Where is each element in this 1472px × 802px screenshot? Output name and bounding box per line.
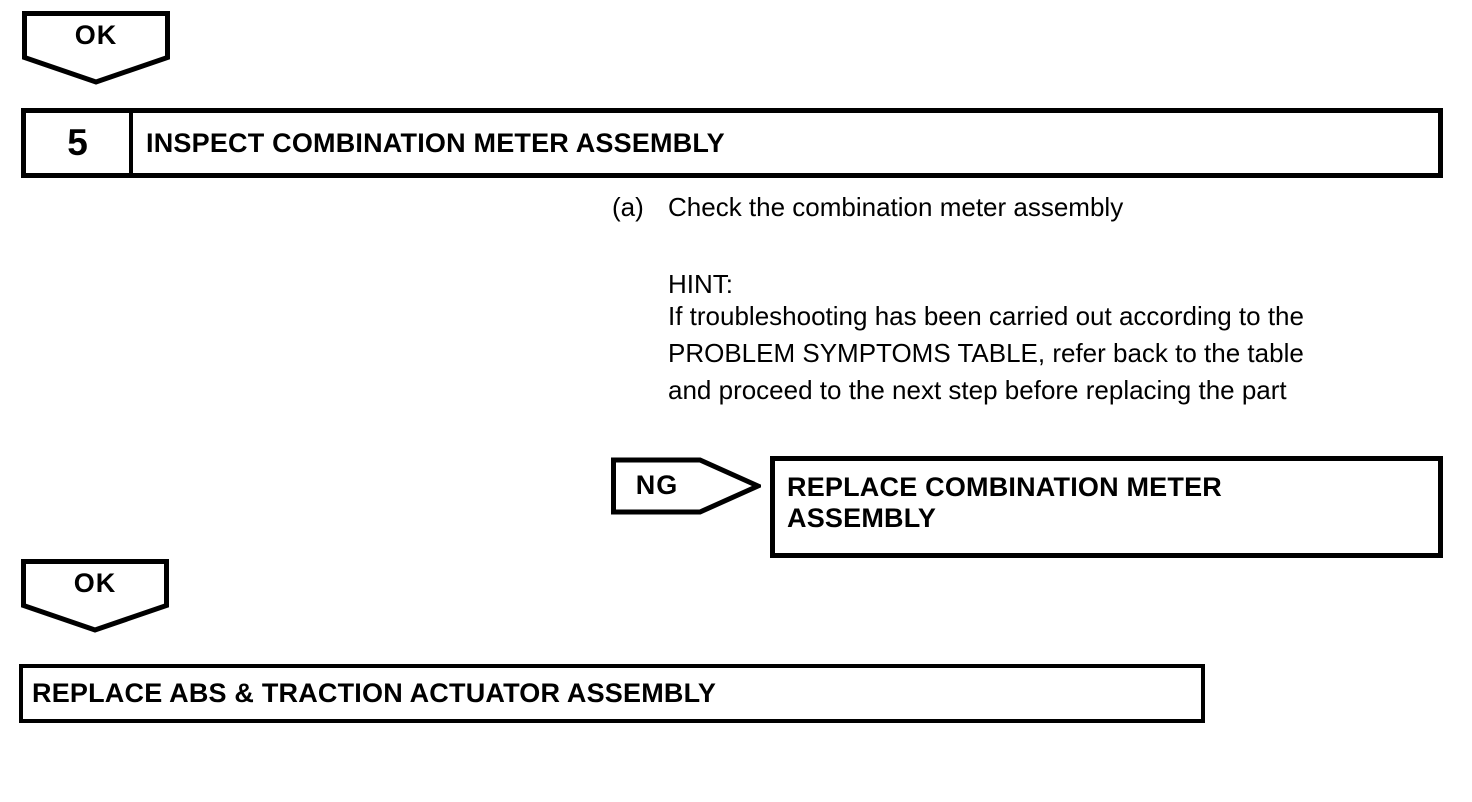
instruction-line: (a) Check the combination meter assembly xyxy=(612,192,1123,223)
ng-connector: NG xyxy=(611,457,761,515)
ng-action-box: REPLACE COMBINATION METER ASSEMBLY xyxy=(770,456,1443,558)
hint-paragraph: If troubleshooting has been carried out … xyxy=(668,298,1304,409)
step-number: 5 xyxy=(26,113,133,173)
ok-connector-top-label: OK xyxy=(74,20,118,50)
ok-pentagon-down-icon xyxy=(21,559,169,633)
ok-connector-bottom: OK xyxy=(21,559,169,633)
hint-line: and proceed to the next step before repl… xyxy=(668,375,1287,405)
ok-connector-bottom-label: OK xyxy=(73,568,117,598)
hint-line: If troubleshooting has been carried out … xyxy=(668,301,1304,331)
step-header-box: 5 INSPECT COMBINATION METER ASSEMBLY xyxy=(21,108,1443,178)
ok-pentagon-down-icon xyxy=(22,11,170,85)
instruction-marker: (a) xyxy=(612,192,644,222)
ok-connector-top: OK xyxy=(22,11,170,85)
hint-line: PROBLEM SYMPTOMS TABLE, refer back to th… xyxy=(668,338,1304,368)
step-title: INSPECT COMBINATION METER ASSEMBLY xyxy=(146,127,725,158)
hint-label: HINT: xyxy=(668,269,733,299)
instruction-text: Check the combination meter assembly xyxy=(668,192,1124,222)
ng-arrow-right-icon xyxy=(611,457,761,515)
final-action-box: REPLACE ABS & TRACTION ACTUATOR ASSEMBLY xyxy=(19,664,1205,723)
ng-connector-label: NG xyxy=(635,470,679,500)
